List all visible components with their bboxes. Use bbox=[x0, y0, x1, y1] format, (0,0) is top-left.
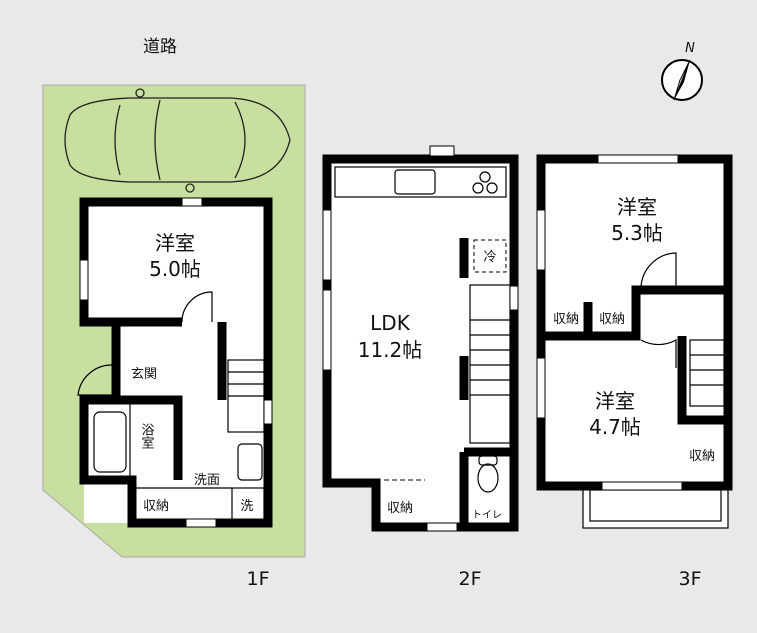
room-1f-bath: 浴室 bbox=[139, 423, 155, 449]
car-icon bbox=[64, 88, 291, 193]
room-3f-western1-name: 洋室 bbox=[617, 195, 657, 219]
fridge-label: 冷 bbox=[483, 250, 496, 265]
floor-1f: 洋室 5.0帖 玄関 浴室 洗面 収納 洗 1F bbox=[77, 197, 273, 590]
floor-label-3f: 3F bbox=[678, 568, 701, 590]
room-2f-ldk-name: LDK bbox=[370, 311, 411, 335]
room-3f-storage-2: 収納 bbox=[599, 312, 625, 327]
floor-2f: LDK 11.2帖 冷 収納 トイレ 2F bbox=[322, 145, 519, 590]
room-1f-entrance: 玄関 bbox=[131, 367, 157, 382]
north-compass-icon: N bbox=[661, 41, 703, 101]
floor-3f: 洋室 5.3帖 収納 収納 洋室 4.7帖 収納 3F bbox=[536, 154, 733, 590]
room-3f-storage-1: 収納 bbox=[553, 312, 579, 327]
floor-label-2f: 2F bbox=[458, 568, 481, 590]
room-3f-western2-size: 4.7帖 bbox=[589, 415, 641, 439]
room-3f-storage-3: 収納 bbox=[689, 449, 715, 464]
floor-label-1f: 1F bbox=[246, 568, 269, 590]
room-2f-storage: 収納 bbox=[387, 501, 413, 516]
room-3f-western2-name: 洋室 bbox=[595, 389, 635, 413]
room-2f-toilet: トイレ bbox=[472, 510, 502, 521]
room-1f-storage: 収納 bbox=[143, 499, 169, 514]
room-1f-washroom: 洗面 bbox=[194, 473, 220, 488]
room-1f-washer: 洗 bbox=[240, 499, 253, 514]
north-label: N bbox=[685, 41, 695, 56]
room-2f-ldk-size: 11.2帖 bbox=[358, 338, 423, 362]
room-3f-western1-size: 5.3帖 bbox=[611, 221, 663, 245]
room-1f-western-name: 洋室 bbox=[155, 231, 195, 255]
room-1f-western-size: 5.0帖 bbox=[149, 257, 201, 281]
road-label: 道路 bbox=[143, 37, 177, 57]
